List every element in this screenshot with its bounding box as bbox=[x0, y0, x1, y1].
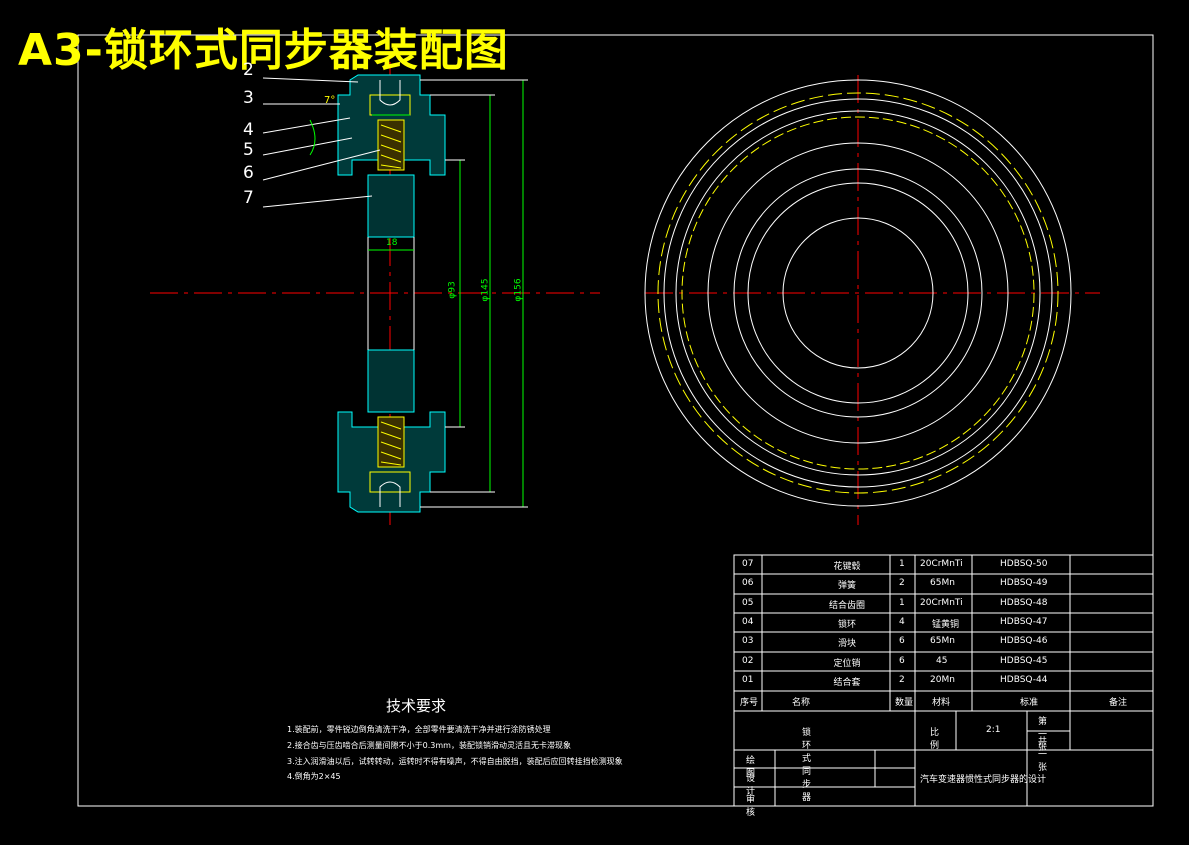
bom-cell-no: 07 bbox=[742, 559, 754, 569]
project-name: 汽车变速器惯性式同步器的设计 bbox=[920, 775, 1047, 785]
bom-cell-name: 锁环 bbox=[837, 620, 856, 630]
bom-header-qty: 数量 bbox=[895, 698, 914, 708]
bom-cell-material: 20CrMnTi bbox=[920, 559, 963, 569]
scale-value: 2:1 bbox=[986, 725, 1001, 735]
bom-cell-code: HDBSQ-45 bbox=[1000, 656, 1048, 666]
tech-line-4: 4.倒角为2×45 bbox=[287, 772, 341, 781]
hub-bore bbox=[367, 237, 415, 350]
table-row: 07 花键毂 1 20CrMnTi HDBSQ-50 bbox=[734, 559, 1153, 575]
table-row: 06 弹簧 2 65Mn HDBSQ-49 bbox=[734, 578, 1153, 594]
bom-cell-no: 01 bbox=[742, 675, 754, 685]
section-top bbox=[337, 74, 446, 238]
sheet-number: 第一张 bbox=[1038, 717, 1048, 753]
end-view bbox=[644, 79, 1072, 507]
table-row: 04 锁环 4 锰黄铜 HDBSQ-47 bbox=[734, 617, 1153, 633]
bom-cell-code: HDBSQ-50 bbox=[1000, 559, 1048, 569]
dim-d93: φ93 bbox=[447, 281, 458, 299]
bom-cell-name: 结合套 bbox=[833, 678, 861, 688]
bom-cell-no: 03 bbox=[742, 636, 754, 646]
bom-cell-material: 65Mn bbox=[930, 578, 955, 588]
bom-cell-qty: 2 bbox=[899, 675, 905, 685]
table-row: 03 滑块 6 65Mn HDBSQ-46 bbox=[734, 636, 1153, 652]
bom-cell-qty: 6 bbox=[899, 656, 905, 666]
balloon-6: 6 bbox=[243, 163, 254, 183]
leader-lines bbox=[262, 77, 381, 208]
bom-cell-qty: 6 bbox=[899, 636, 905, 646]
tech-line-2: 2.接合齿与压齿啮合后测量间隙不小于0.3mm，装配锁销滑动灵活且无卡滞现象 bbox=[287, 741, 571, 750]
bom-header-note: 备注 bbox=[1109, 698, 1128, 708]
bom-header-material: 材料 bbox=[932, 698, 951, 708]
centerlines bbox=[150, 62, 1100, 525]
bom-cell-code: HDBSQ-44 bbox=[1000, 675, 1048, 685]
dim-width: 18 bbox=[386, 238, 398, 248]
bom-cell-no: 04 bbox=[742, 617, 754, 627]
bom-cell-material: 20Mn bbox=[930, 675, 955, 685]
balloon-4: 4 bbox=[243, 120, 254, 140]
part-name: 锁环式同步器 bbox=[802, 728, 812, 803]
tech-heading: 技术要求 bbox=[386, 697, 447, 715]
bom-cell-code: HDBSQ-47 bbox=[1000, 617, 1048, 627]
bom-header-no: 序号 bbox=[740, 698, 759, 708]
bom-cell-name: 滑块 bbox=[837, 639, 856, 649]
bom-cell-qty: 2 bbox=[899, 578, 905, 588]
sheet-total: 共一张 bbox=[1038, 737, 1048, 773]
table-header-row: 序号 名称 数量 材料 标准 备注 bbox=[734, 695, 1153, 711]
bom-cell-qty: 4 bbox=[899, 617, 905, 627]
bom-cell-code: HDBSQ-49 bbox=[1000, 578, 1048, 588]
table-row: 02 定位销 6 45 HDBSQ-45 bbox=[734, 656, 1153, 672]
bom-cell-material: 65Mn bbox=[930, 636, 955, 646]
section-bottom bbox=[337, 349, 446, 513]
bom-cell-material: 45 bbox=[936, 656, 948, 666]
checked-by-label: 审核 bbox=[746, 795, 756, 818]
bom-cell-no: 06 bbox=[742, 578, 754, 588]
bom-cell-code: HDBSQ-46 bbox=[1000, 636, 1048, 646]
balloon-7: 7 bbox=[243, 188, 254, 208]
tech-line-1: 1.装配前，零件锐边倒角清洗干净，全部零件要清洗干净并进行涂防锈处理 bbox=[287, 725, 551, 734]
balloon-5: 5 bbox=[243, 140, 254, 160]
dim-d145: φ145 bbox=[480, 278, 491, 302]
dimension-lines bbox=[368, 79, 528, 508]
bom-cell-name: 结合齿圈 bbox=[828, 601, 865, 611]
scale-label: 比例 bbox=[930, 728, 940, 751]
angle-label: 7° bbox=[324, 95, 336, 106]
balloon-3: 3 bbox=[243, 88, 254, 108]
bom-cell-code: HDBSQ-48 bbox=[1000, 598, 1048, 608]
table-row: 01 结合套 2 20Mn HDBSQ-44 bbox=[734, 675, 1153, 691]
table-row: 05 结合齿圈 1 20CrMnTi HDBSQ-48 bbox=[734, 598, 1153, 614]
bom-cell-qty: 1 bbox=[899, 559, 905, 569]
bom-header-name: 名称 bbox=[792, 698, 811, 708]
bom-cell-no: 05 bbox=[742, 598, 754, 608]
bom-table-grid bbox=[733, 554, 1154, 807]
bom-cell-qty: 1 bbox=[899, 598, 905, 608]
drawing-border bbox=[77, 34, 1154, 807]
bom-cell-name: 定位销 bbox=[833, 659, 861, 669]
drawing-title: A3-锁环式同步器装配图 bbox=[18, 25, 509, 76]
dim-d156: φ156 bbox=[513, 278, 524, 302]
bom-cell-no: 02 bbox=[742, 656, 754, 666]
bom-cell-name: 花键毂 bbox=[833, 562, 861, 572]
tech-line-3: 3.注入润滑油以后，试转转动，运转时不得有噪声，不得自由脱挡，装配后应回转挂挡检… bbox=[287, 757, 623, 766]
balloon-2: 2 bbox=[243, 60, 254, 80]
bom-cell-material: 锰黄铜 bbox=[932, 620, 960, 630]
bom-cell-name: 弹簧 bbox=[837, 581, 856, 591]
bom-cell-material: 20CrMnTi bbox=[920, 598, 963, 608]
bom-header-code: 标准 bbox=[1020, 698, 1039, 708]
drawn-by-label: 绘图 bbox=[746, 756, 756, 779]
designed-by-label: 设计 bbox=[746, 774, 756, 797]
